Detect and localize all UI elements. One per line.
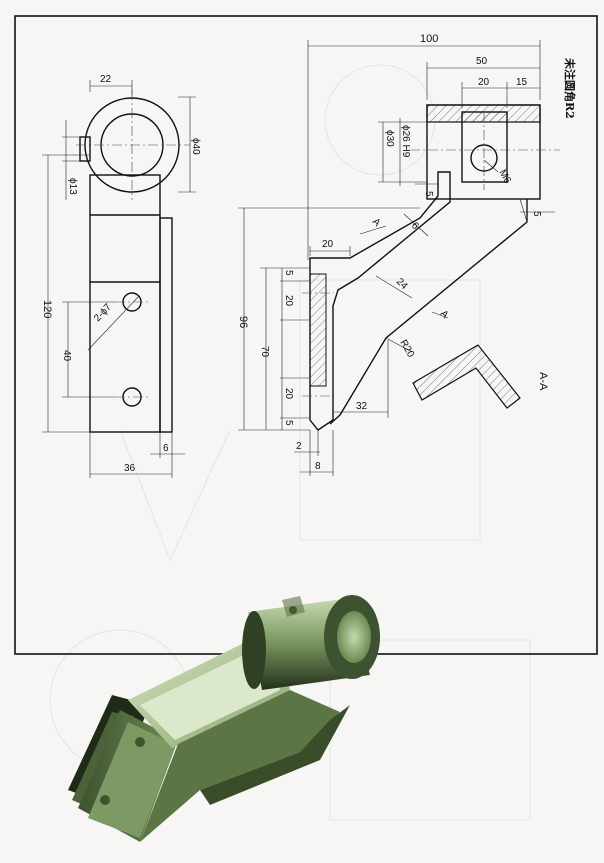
- dim-36: 36: [124, 463, 136, 474]
- front-view: 22 ϕ40 ϕ13 120 40 2-ϕ7 6 36: [41, 74, 201, 478]
- dim-20-top: 20: [478, 77, 490, 88]
- dim-100: 100: [420, 33, 438, 45]
- dim-120: 120: [41, 300, 53, 318]
- dim-40: 40: [61, 350, 72, 362]
- fillet-note: 未注圆角R2: [563, 57, 577, 119]
- dim-96: 96: [237, 316, 249, 328]
- dim-6: 6: [163, 443, 169, 454]
- dim-70: 70: [259, 346, 270, 358]
- side-view: 100 50 20 15 ϕ26 H9 ϕ30 M6 5 5 6 A: [237, 33, 560, 476]
- dim-thread: M6: [496, 168, 513, 186]
- dim-8: 8: [315, 461, 321, 472]
- model-3d: [68, 595, 380, 842]
- dim-bore: ϕ40: [190, 138, 201, 155]
- dim-5-a: 5: [423, 191, 434, 197]
- section-label: A-A: [537, 372, 549, 391]
- dim-boss-dia: ϕ30: [384, 130, 395, 147]
- dim-22: 22: [100, 74, 112, 85]
- dim-5-bottom: 5: [283, 420, 294, 426]
- dim-2-holes: 2-ϕ7: [92, 302, 114, 324]
- dim-bore-h9: ϕ26 H9: [400, 125, 411, 158]
- dim-5-top: 5: [283, 270, 294, 276]
- section-mark-a2: A: [438, 308, 451, 321]
- dim-r20: R20: [397, 338, 416, 360]
- dim-20-lower: 20: [283, 388, 294, 400]
- section-mark-a1: A: [370, 216, 383, 229]
- dim-50: 50: [476, 56, 488, 67]
- dim-32: 32: [356, 401, 368, 412]
- dim-boss: ϕ13: [67, 178, 78, 195]
- dim-flange: 20: [322, 239, 334, 250]
- dim-20-upper: 20: [283, 295, 294, 307]
- dim-24: 24: [394, 276, 410, 292]
- dim-5-b: 5: [531, 211, 542, 217]
- dim-15: 15: [516, 77, 528, 88]
- section-a-a: A-A: [412, 344, 549, 409]
- dim-2: 2: [296, 441, 302, 452]
